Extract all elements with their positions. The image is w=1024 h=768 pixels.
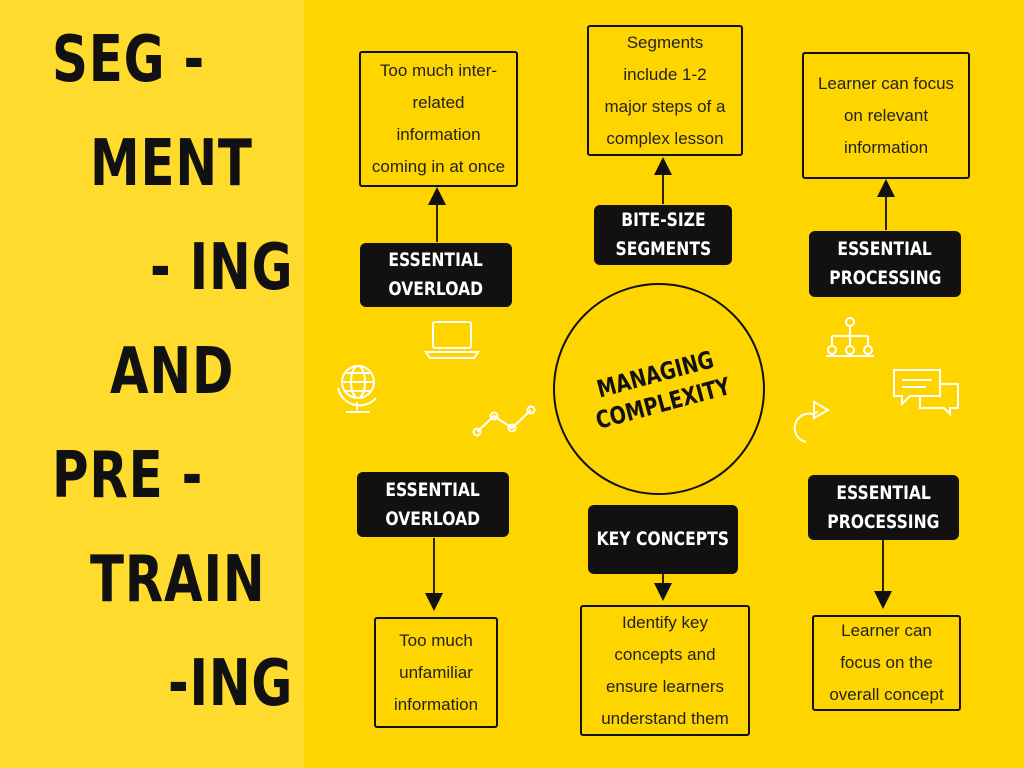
title-line-7: -ING	[168, 647, 294, 721]
center-title: MANAGING COMPLEXITY	[592, 345, 734, 435]
center-circle: MANAGING COMPLEXITY	[553, 283, 765, 495]
title-line-4: AND	[110, 335, 235, 409]
label-essential-processing-bottom: ESSENTIAL PROCESSING	[808, 475, 959, 540]
left-panel: SEG - MENT - ING AND PRE - TRAIN -ING	[0, 0, 304, 768]
info-box-bottom-right: Learner can focus on the overall concept	[812, 615, 961, 711]
line-graph-icon	[472, 405, 536, 437]
label-key-concepts: KEY CONCEPTS	[588, 505, 738, 574]
label-essential-overload-bottom: ESSENTIAL OVERLOAD	[357, 472, 509, 537]
label-essential-processing-top: ESSENTIAL PROCESSING	[809, 231, 961, 297]
label-essential-overload-top: ESSENTIAL OVERLOAD	[360, 243, 512, 307]
label-bite-size-segments: BITE-SIZE SEGMENTS	[594, 205, 732, 265]
laptop-icon	[424, 321, 480, 359]
title-line-6: TRAIN	[90, 543, 266, 617]
info-box-top-right: Learner can focus on relevant informatio…	[802, 52, 970, 179]
info-box-bottom-center: Identify key concepts and ensure learner…	[580, 605, 750, 736]
title-line-1: SEG -	[52, 23, 206, 97]
globe-icon	[337, 365, 377, 413]
title-line-5: PRE -	[52, 439, 204, 513]
info-box-top-center: Segments include 1-2 major steps of a co…	[587, 25, 743, 156]
info-box-top-left: Too much inter- related information comi…	[359, 51, 518, 187]
title-line-2: MENT	[90, 127, 253, 201]
title-line-3: - ING	[150, 231, 294, 305]
chat-bubbles-icon	[893, 369, 959, 417]
hierarchy-icon	[826, 317, 874, 357]
refresh-arrow-icon	[793, 400, 831, 443]
info-box-bottom-left: Too much unfamiliar information	[374, 617, 498, 728]
